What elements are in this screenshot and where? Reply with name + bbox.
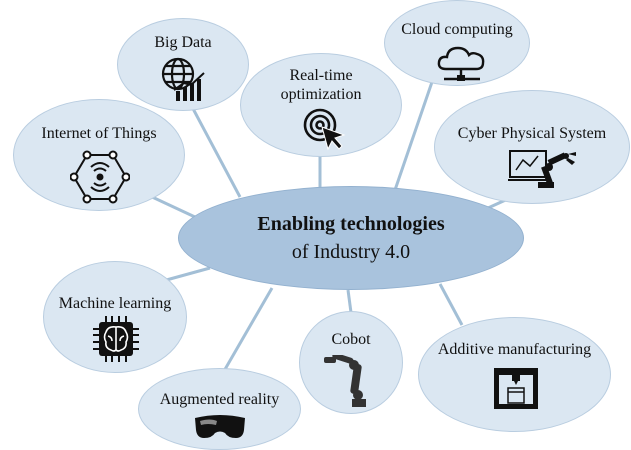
connector-ar (218, 287, 274, 379)
connector-big-data (188, 102, 242, 198)
label-augmented-reality: Augmented reality (159, 391, 280, 408)
brain-chip-icon (93, 316, 139, 362)
cloud-icon (437, 46, 485, 81)
connector-iot (149, 194, 196, 219)
label-cloud-computing: Cloud computing (401, 21, 513, 38)
connector-additive (438, 283, 464, 326)
node-cyber-physical-system (434, 90, 630, 204)
central-topic (178, 186, 524, 290)
target-cursor-icon (303, 108, 346, 151)
label-internet-of-things: Internet of Things (41, 125, 157, 142)
3d-printer-icon (494, 368, 538, 409)
label-realtime-optimization: Real-time optimization (280, 67, 362, 103)
label-cyber-physical-system: Cyber Physical System (457, 125, 607, 142)
big-data-icon (161, 57, 205, 101)
central-title: Enabling technologies (257, 213, 445, 235)
central-subtitle: of Industry 4.0 (291, 241, 411, 263)
label-additive-manufacturing: Additive manufacturing (437, 341, 592, 358)
node-augmented-reality (138, 368, 301, 450)
node-cloud-computing (384, 0, 530, 86)
iot-network-icon (70, 150, 130, 204)
cyber-physical-icon (508, 150, 576, 188)
label-big-data: Big Data (154, 34, 212, 51)
label-cobot: Cobot (331, 331, 371, 348)
label-machine-learning: Machine learning (58, 295, 172, 312)
vr-headset-icon (195, 415, 245, 438)
robot-arm-icon (324, 355, 366, 407)
connector-cloud (393, 81, 434, 191)
